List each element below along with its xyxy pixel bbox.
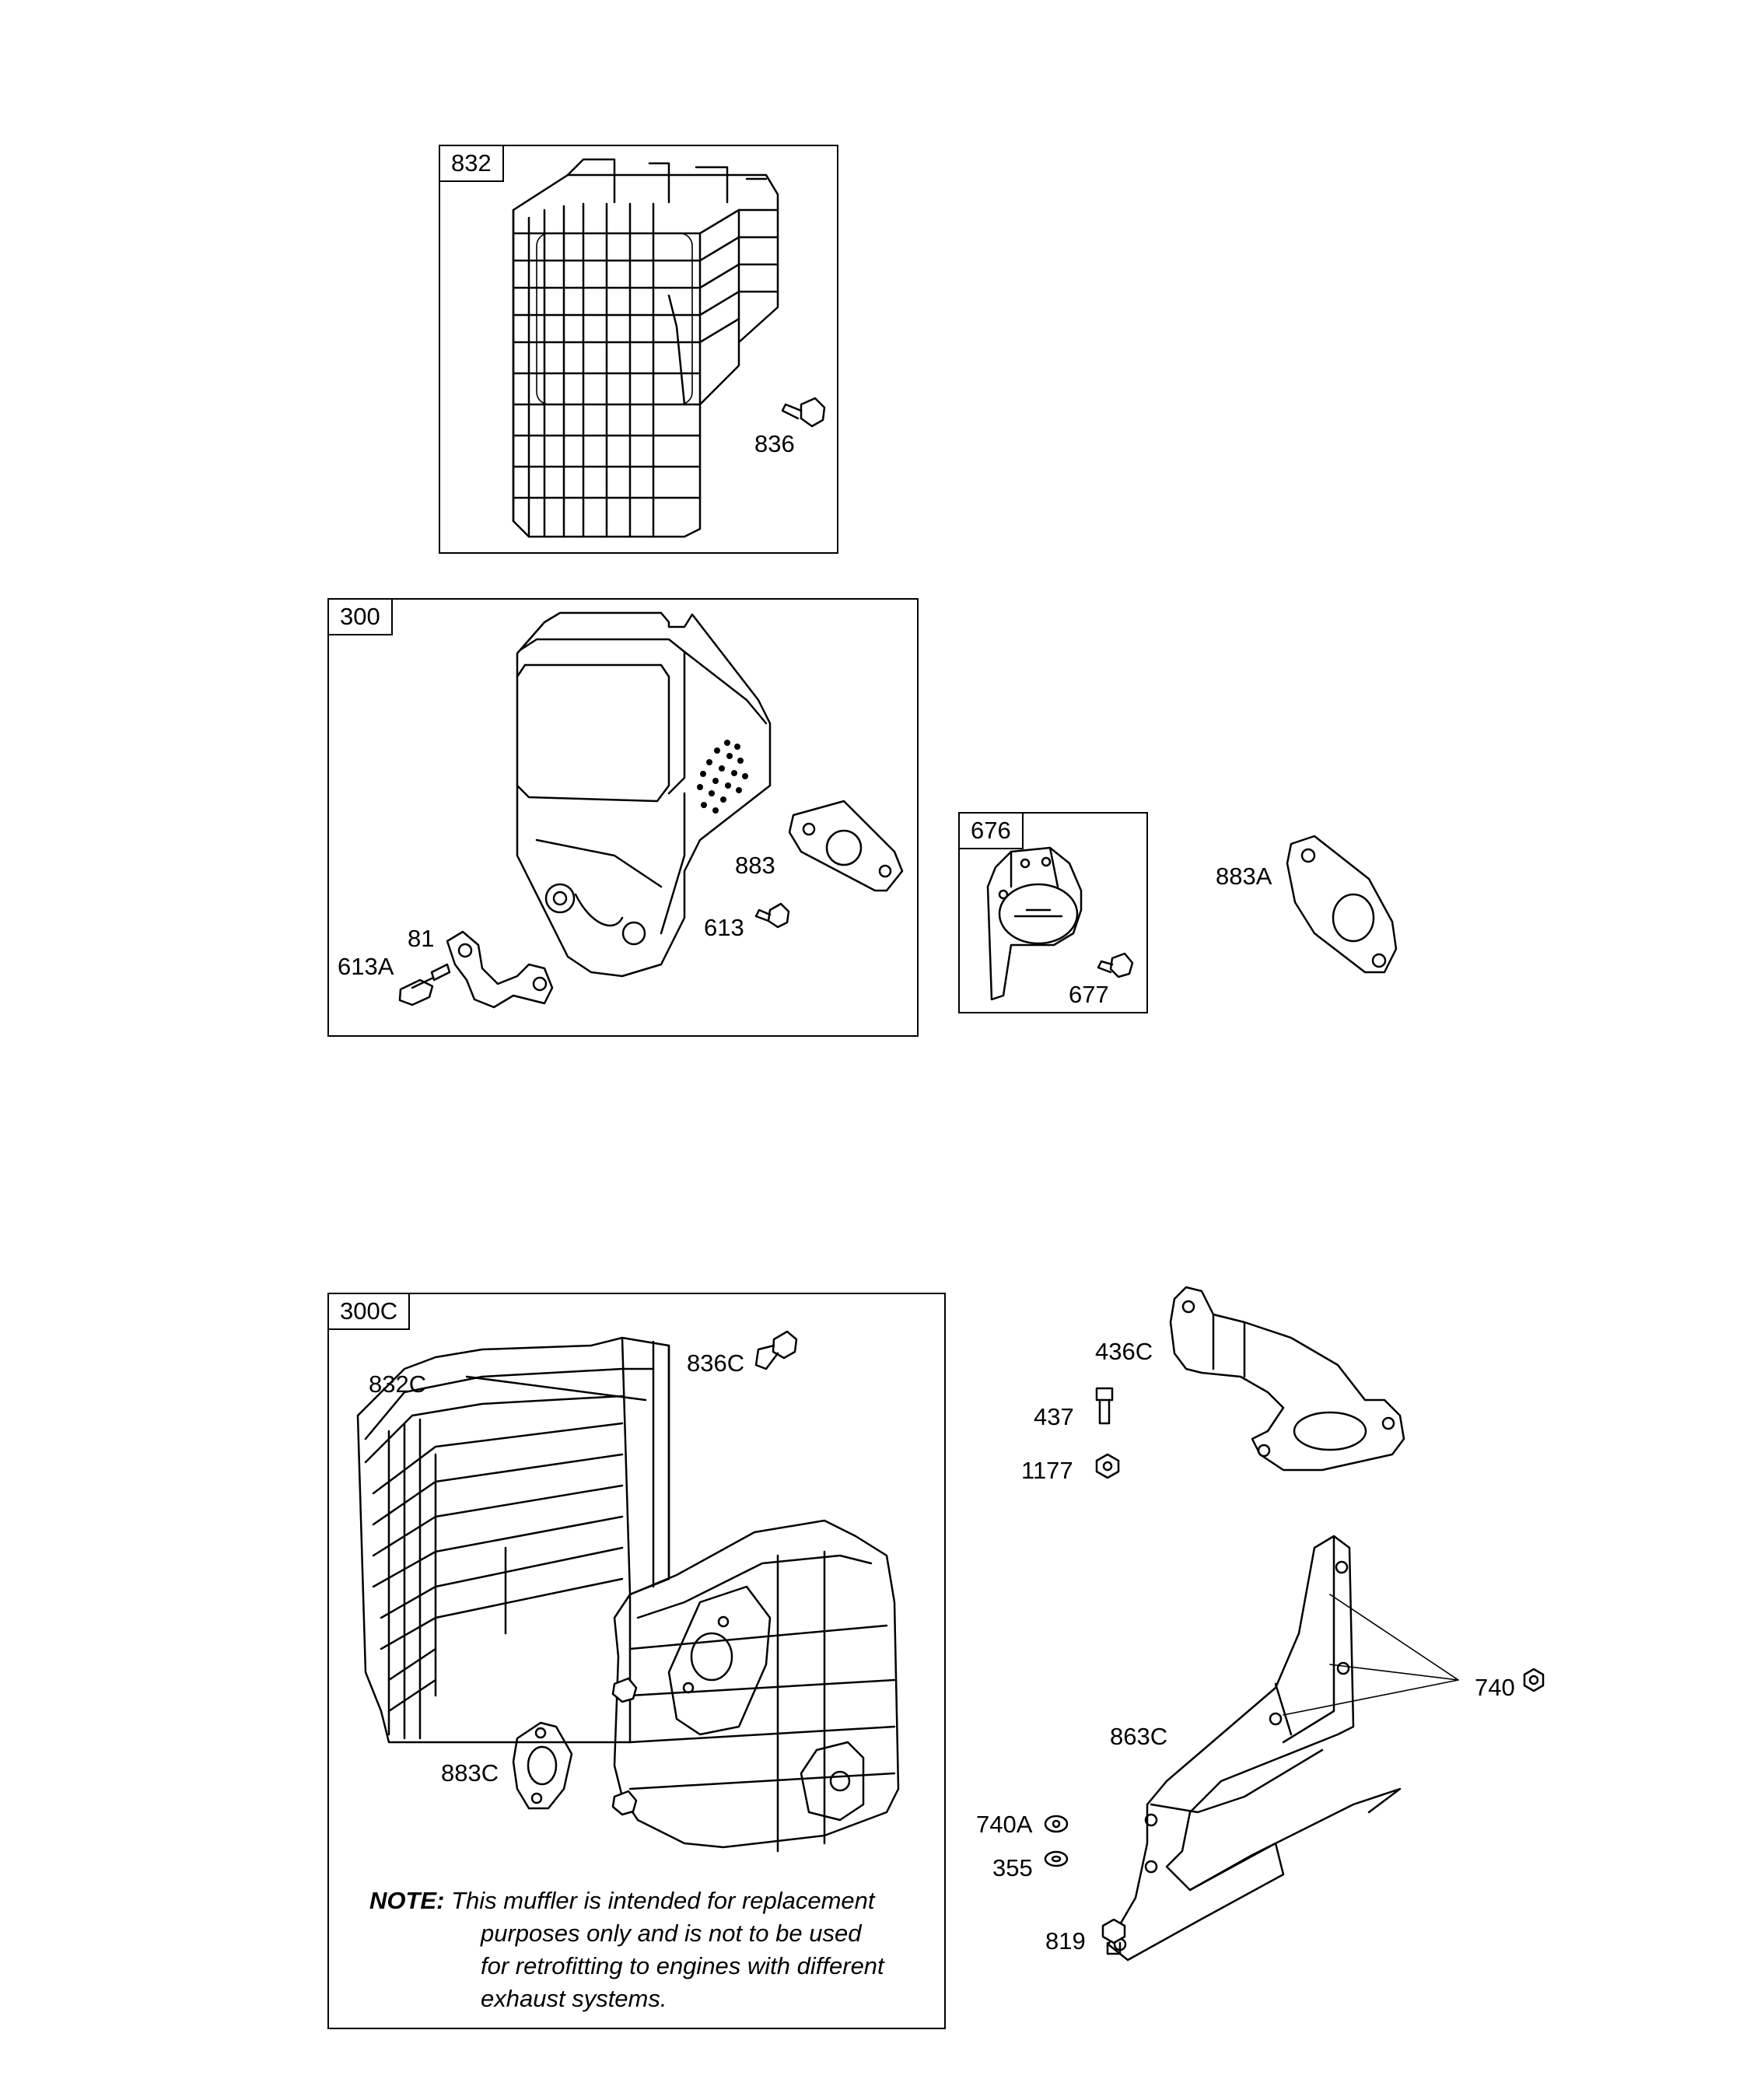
screw-677-drawing	[1097, 952, 1134, 978]
part-number-1177: 1177	[1021, 1457, 1073, 1484]
part-number-836: 836	[754, 430, 795, 457]
muffler-300c-drawing	[611, 1519, 900, 1853]
part-number-81: 81	[408, 925, 435, 952]
nut-1177-drawing	[1095, 1453, 1120, 1479]
part-number-819: 819	[1045, 1927, 1086, 1955]
exhaust-elbow-436c-drawing	[1169, 1286, 1405, 1472]
part-number-883c: 883C	[441, 1759, 499, 1787]
heat-shield-cage-drawing	[512, 158, 779, 538]
gasket-883a-drawing	[1286, 835, 1398, 974]
note-line-2: purposes only and is not to be used	[481, 1920, 862, 1947]
part-number-883: 883	[735, 852, 775, 879]
part-number-832c: 832C	[369, 1370, 427, 1398]
leader-lines-740	[1283, 1594, 1459, 1716]
part-number-836c: 836C	[687, 1349, 745, 1377]
muffler-300-drawing	[516, 611, 772, 978]
washer-355-drawing	[1044, 1850, 1069, 1867]
part-number-883a: 883A	[1216, 863, 1272, 890]
nut-740a-drawing	[1044, 1815, 1069, 1833]
part-number-436c: 436C	[1095, 1338, 1153, 1365]
box-832-heat-shield: 832	[439, 145, 838, 554]
part-number-355: 355	[992, 1854, 1033, 1881]
screw-437-drawing	[1095, 1387, 1114, 1425]
box-label: 832	[440, 146, 504, 182]
part-number-613a: 613A	[338, 953, 394, 980]
part-number-677: 677	[1069, 981, 1109, 1008]
box-676-deflector: 676	[958, 812, 1148, 1013]
muffler-vent-holes	[697, 740, 748, 814]
part-number-863c: 863C	[1110, 1723, 1168, 1750]
bracket-863c-drawing	[1107, 1535, 1402, 1962]
bolt-613-drawing	[754, 902, 790, 929]
gasket-883-drawing	[788, 800, 904, 892]
replacement-note: NOTE: This muffler is intended for repla…	[369, 1885, 929, 2015]
box-300-muffler: 300	[327, 598, 919, 1037]
part-number-613: 613	[704, 914, 744, 941]
heat-shield-832c-drawing	[356, 1336, 670, 1744]
box-label: 300C	[329, 1294, 411, 1330]
stud-613a-drawing	[398, 963, 451, 1006]
part-number-740a: 740A	[976, 1811, 1033, 1838]
part-number-740: 740	[1475, 1674, 1515, 1701]
nut-740-drawing	[1523, 1668, 1545, 1692]
bracket-81-drawing	[446, 930, 554, 1009]
box-label: 676	[960, 814, 1024, 849]
deflector-676-drawing	[986, 846, 1083, 1001]
note-line-4: exhaust systems.	[481, 1985, 667, 2012]
bolt-836c-drawing	[754, 1330, 798, 1370]
box-300c-muffler-kit: 300C	[327, 1293, 946, 2029]
part-number-437: 437	[1034, 1403, 1074, 1430]
note-label: NOTE:	[369, 1887, 445, 1914]
bolt-836-drawing	[781, 397, 826, 428]
gasket-883c-drawing	[512, 1721, 573, 1810]
note-line-1: NOTE: This muffler is intended for repla…	[369, 1885, 929, 1917]
box-label: 300	[329, 600, 393, 635]
note-line-3: for retrofitting to engines with differe…	[481, 1952, 884, 1979]
bolt-819-drawing	[1101, 1918, 1126, 1955]
note-text-1: This muffler is intended for replacement	[451, 1887, 875, 1914]
